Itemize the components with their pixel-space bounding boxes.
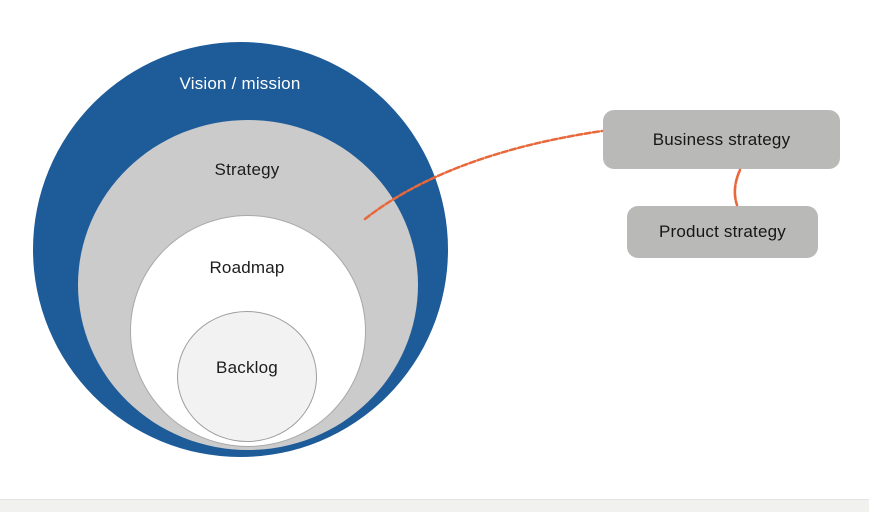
product-strategy-box: Product strategy <box>627 206 818 258</box>
business-strategy-label: Business strategy <box>652 129 791 149</box>
connector-business-to-product <box>733 168 742 207</box>
vision-mission-label: Vision / mission <box>179 74 301 93</box>
backlog-label: Backlog <box>216 358 278 377</box>
bottom-strip <box>0 499 869 512</box>
roadmap-label: Roadmap <box>209 258 285 277</box>
product-strategy-label: Product strategy <box>659 222 786 241</box>
strategy-label: Strategy <box>214 160 280 179</box>
backlog-circle <box>177 311 317 442</box>
business-strategy-box: Business strategy <box>603 110 840 169</box>
